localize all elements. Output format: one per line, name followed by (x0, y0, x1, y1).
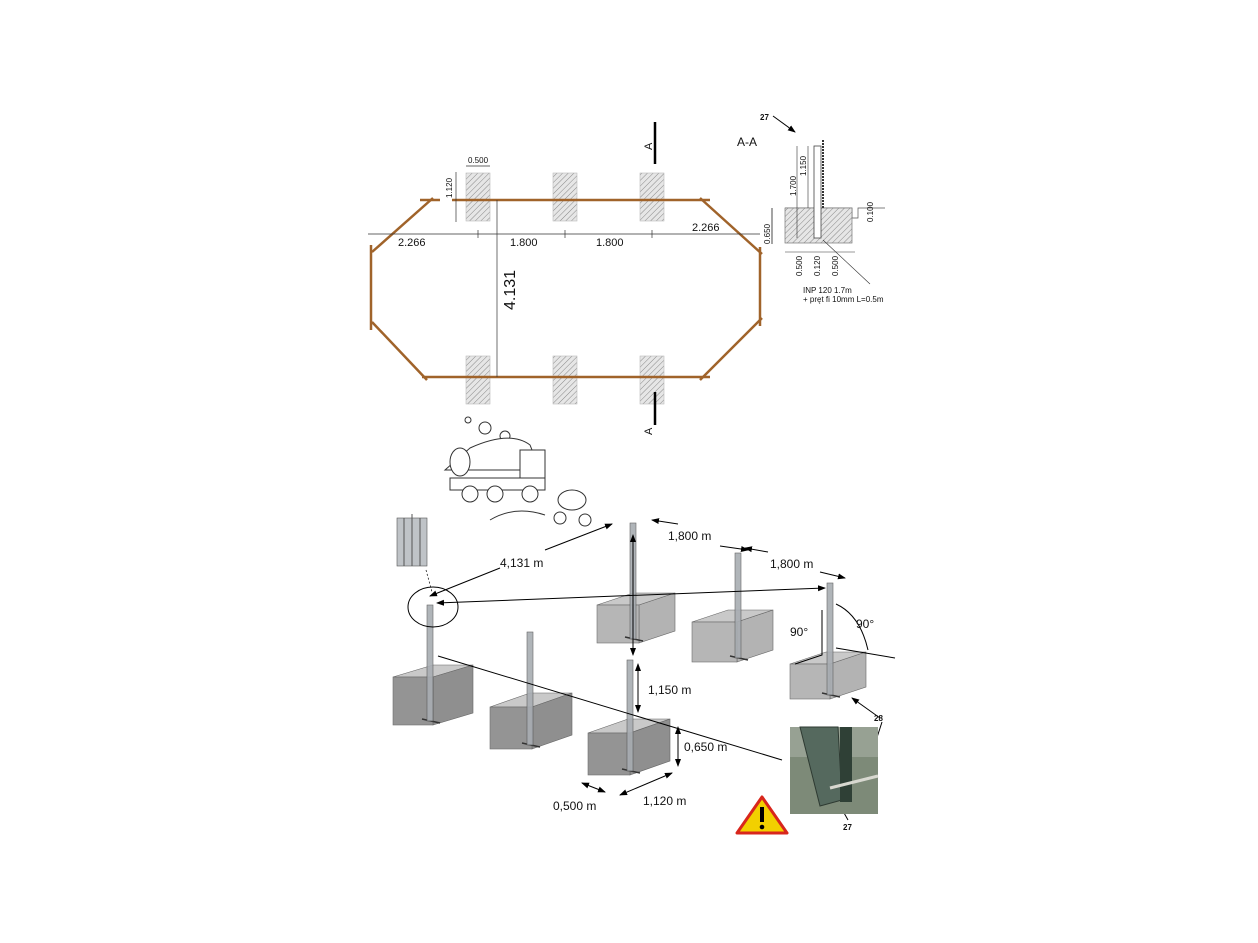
footing-front-face (392, 676, 434, 726)
ground-offset-label: 0.100 (866, 201, 875, 222)
dim-depth-label: 0,650 m (684, 740, 727, 754)
post-height-label: 1.700 (789, 175, 798, 196)
steel-post (826, 582, 834, 696)
footing-width-label: 0.500 (468, 156, 489, 165)
footing (639, 172, 665, 222)
section-mark-bottom: A (643, 427, 655, 435)
dim-above-ground-label: 1,150 m (648, 683, 691, 697)
footing-front-face (691, 621, 738, 663)
footing-length-label: 1.120 (445, 177, 454, 198)
footing (639, 355, 665, 405)
post-anchor-photo (790, 726, 879, 814)
ibeam-detail-icon (396, 514, 428, 567)
detail-circle (407, 586, 459, 628)
concrete-mixer-truck-illustration (443, 416, 592, 527)
span-2-label: 1.800 (596, 237, 624, 249)
footing (465, 355, 491, 405)
post-width-label: 0.120 (813, 255, 822, 276)
section-callout: 27 (760, 113, 769, 122)
footing-front-face (489, 706, 533, 750)
note-line-2: + pręt fi 10mm L=0.5m (803, 295, 884, 304)
section-title: A-A (737, 135, 757, 149)
dim-footing-length-label: 1,120 m (643, 794, 686, 808)
note-line-1: INP 120 1.7m (803, 286, 852, 295)
footing-left-label: 0.500 (795, 255, 804, 276)
warning-icon (735, 795, 789, 835)
section-post (813, 145, 822, 239)
depth-right-label: 0.650 (763, 223, 772, 244)
callout-post: 27 (843, 823, 852, 832)
footings-plan (465, 172, 665, 405)
steel-post (734, 552, 742, 659)
footing (552, 355, 578, 405)
steel-post (626, 659, 634, 772)
footing (465, 172, 491, 222)
dim-span-2-label: 1,800 m (770, 557, 813, 571)
plan-view: 0.500 1.120 2.266 1.800 1.800 2.266 4.13… (368, 122, 773, 435)
angle-left-label: 90° (790, 625, 808, 639)
steel-post (526, 631, 534, 746)
section-view: 27 A-A 1.700 1.150 0.100 0.500 0.120 0.5… (737, 113, 885, 304)
footing (552, 172, 578, 222)
angle-right-label: 90° (856, 617, 874, 631)
section-mark-top: A (643, 142, 655, 150)
timber-frame (369, 197, 763, 381)
isometric-view: 4,131 m 1,800 m 1,800 m 90° 90° 1,150 m … (392, 514, 896, 835)
span-1-label: 1.800 (510, 237, 538, 249)
end-span-left-label: 2.266 (398, 237, 426, 249)
dim-span-1-label: 1,800 m (668, 529, 711, 543)
callout-rod: 28 (874, 714, 883, 723)
dim-footing-width-label: 0,500 m (553, 799, 596, 813)
frame-width-label: 4.131 (502, 270, 519, 310)
end-span-right-label: 2.266 (692, 222, 720, 234)
steel-post (426, 604, 434, 722)
post-above-ground-label: 1.150 (799, 155, 808, 176)
footing-right-label: 0.500 (831, 255, 840, 276)
dim-width-label: 4,131 m (500, 556, 543, 570)
